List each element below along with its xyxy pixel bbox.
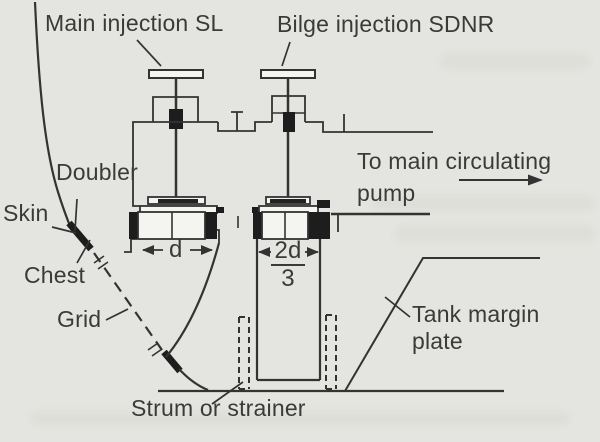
skin-curve	[33, 1, 72, 227]
handwheel	[260, 69, 316, 79]
leader-main-injection	[136, 39, 162, 67]
vent-tee	[231, 111, 243, 131]
arrowhead-left	[258, 247, 270, 257]
cross-flange-left	[216, 207, 224, 213]
bonnet	[271, 95, 306, 122]
bilge-injection-valve	[253, 69, 433, 240]
outlet-block	[317, 200, 330, 208]
label-doubler: Doubler	[56, 159, 138, 185]
valve-disc-seat	[270, 199, 306, 203]
gland	[169, 109, 183, 129]
flow-arrow	[459, 174, 543, 186]
chest-inner-curve	[165, 242, 221, 358]
gland	[283, 112, 295, 132]
strainer-right-dashed	[325, 314, 337, 390]
label-main-injection: Main injection SL	[45, 10, 224, 36]
label-chest: Chest	[24, 262, 86, 288]
label-grid: Grid	[57, 306, 102, 332]
label-dim-d: d	[169, 236, 183, 263]
label-strum: Strum or strainer	[131, 395, 306, 421]
strainer-left-dashed	[238, 316, 250, 390]
label-tank-margin-line2: plate	[412, 328, 463, 354]
label-tank-margin: Tank margin plate	[412, 301, 539, 355]
tank-margin-plate-line	[344, 257, 540, 392]
leader-chest	[76, 239, 91, 264]
leader-tank-margin	[384, 296, 411, 318]
main-injection-valve	[129, 69, 218, 240]
leader-strum	[211, 381, 244, 405]
grid-tick-marks	[93, 255, 163, 357]
scan-bleed-1	[440, 54, 590, 69]
bilge-curve	[178, 368, 209, 392]
grid-dashed-line	[93, 252, 163, 351]
label-to-pump-line2: pump	[357, 180, 416, 206]
label-bilge-injection: Bilge injection SDNR	[277, 11, 495, 37]
cross-flange-right	[252, 207, 260, 213]
scan-bleed-4	[30, 412, 570, 425]
chest-cap-right	[308, 212, 330, 239]
leader-doubler	[74, 198, 78, 232]
label-to-pump: To main circulating pump	[357, 145, 551, 209]
label-dim-2d-3: 2d 3	[269, 238, 307, 291]
deck-channel	[217, 121, 272, 132]
valve-disc-seat	[158, 199, 198, 203]
leader-skin	[51, 226, 77, 234]
chest-left-bracket	[124, 238, 137, 253]
fraction-numerator: 2d	[271, 238, 305, 267]
dimension-d	[142, 245, 213, 255]
deck-and-standpipe	[132, 121, 218, 207]
arrowhead-right	[201, 245, 213, 255]
chest-cap-right	[205, 212, 217, 239]
bonnet	[152, 96, 199, 122]
suction-pipe	[255, 239, 322, 382]
arrowhead-left	[142, 245, 154, 255]
chest-cap-left	[129, 212, 138, 239]
scan-bleed-2	[372, 196, 594, 211]
scan-bleed-3	[395, 226, 595, 241]
label-to-pump-line1: To main circulating	[357, 148, 552, 174]
leader-grid	[105, 308, 129, 321]
arrowhead-right	[307, 247, 319, 257]
dimension-2d-3	[258, 247, 319, 257]
leader-bilge-injection	[281, 41, 291, 67]
fraction-denominator: 3	[281, 265, 295, 293]
label-skin: Skin	[3, 200, 49, 226]
handwheel	[148, 69, 204, 79]
label-tank-margin-line1: Tank margin	[412, 301, 540, 327]
deck-right	[305, 121, 433, 133]
leader-lines	[51, 39, 411, 405]
chest-cap-left	[253, 212, 262, 239]
